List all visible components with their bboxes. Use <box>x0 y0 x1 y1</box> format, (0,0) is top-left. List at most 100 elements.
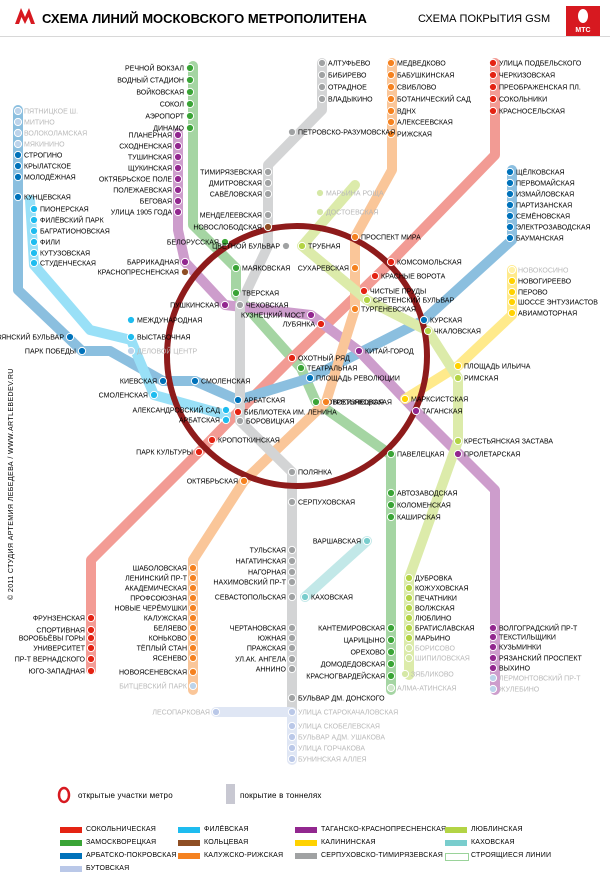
station[interactable]: ВОЛЖСКАЯ <box>404 603 455 613</box>
station-dot[interactable] <box>404 623 414 633</box>
station-dot[interactable] <box>404 633 414 643</box>
station-dot[interactable] <box>317 70 327 80</box>
station[interactable]: ЭЛЕКТРОЗАВОДСКАЯ <box>505 222 591 232</box>
station[interactable]: ЛЕНИНСКИЙ ПР-Т <box>125 574 198 583</box>
station[interactable]: СОКОЛЬНИКИ <box>488 94 547 104</box>
station[interactable]: ДОМОДЕДОВСКАЯ <box>321 659 396 669</box>
station[interactable]: КРАСНОПРЕСНЕНСКАЯ <box>98 267 190 277</box>
station[interactable]: АЛТУФЬЕВО <box>317 58 371 68</box>
station[interactable]: КУЗНЕЦКИЙ МОСТ <box>241 310 316 320</box>
station[interactable]: КОЖУХОВСКАЯ <box>404 583 469 593</box>
station-dot[interactable] <box>188 603 198 613</box>
station-dot[interactable] <box>287 556 297 566</box>
station-dot[interactable] <box>505 189 515 199</box>
station[interactable]: ПАРК КУЛЬТУРЫ <box>136 447 204 457</box>
station[interactable]: ПРЕОБРАЖЕНСКАЯ ПЛ. <box>488 82 581 92</box>
station-dot[interactable] <box>507 276 517 286</box>
station[interactable]: КАШИРСКАЯ <box>386 512 441 522</box>
station[interactable]: БОРИСОВО <box>404 643 455 653</box>
station[interactable]: КРЫЛАТСКОЕ <box>13 161 71 171</box>
station[interactable]: СПОРТИВНАЯ <box>36 625 96 635</box>
station-dot[interactable] <box>287 721 297 731</box>
station[interactable]: ЛУБЯНКА <box>283 319 326 329</box>
station-dot[interactable] <box>185 111 195 121</box>
station[interactable]: БАБУШКИНСКАЯ <box>386 70 454 80</box>
station[interactable]: ВОЙКОВСКАЯ <box>136 88 195 97</box>
station[interactable]: БУЛЬВАР ДМ. ДОНСКОГО <box>287 693 385 703</box>
station-dot[interactable] <box>221 405 231 415</box>
station-dot[interactable] <box>29 215 39 225</box>
station-dot[interactable] <box>220 237 230 247</box>
station[interactable]: НОВОСЛОБОДСКАЯ <box>193 222 273 232</box>
station-dot[interactable] <box>126 315 136 325</box>
station-dot[interactable] <box>126 346 136 356</box>
station-dot[interactable] <box>287 654 297 664</box>
station-dot[interactable] <box>235 300 245 310</box>
station-dot[interactable] <box>404 653 414 663</box>
station[interactable]: ШИПИЛОВСКАЯ <box>404 653 470 663</box>
station[interactable]: БОТАНИЧЕСКИЙ САД <box>386 95 471 104</box>
station[interactable]: УЛИЦА 1905 ГОДА <box>111 207 183 217</box>
station[interactable]: ТУШИНСКАЯ <box>128 152 183 162</box>
station[interactable]: ЧКАЛОВСКАЯ <box>423 326 481 336</box>
station[interactable]: УЛИЦА ПОДБЕЛЬСКОГО <box>488 58 582 68</box>
station-dot[interactable] <box>404 643 414 653</box>
station[interactable]: МЕДВЕДКОВО <box>386 58 446 68</box>
station[interactable]: СРЕТЕНСКИЙ БУЛЬВАР <box>362 296 454 305</box>
station[interactable]: ШОССЕ ЭНТУЗИАСТОВ <box>507 297 598 307</box>
station-dot[interactable] <box>86 633 96 643</box>
station-dot[interactable] <box>488 106 498 116</box>
station[interactable]: ПЛАНЕРНАЯ <box>129 130 183 140</box>
station[interactable]: БЕЛОРУССКАЯ <box>167 237 230 247</box>
station-dot[interactable] <box>173 163 183 173</box>
station[interactable]: ТРУБНАЯ <box>297 241 341 251</box>
station-dot[interactable] <box>488 94 498 104</box>
station-dot[interactable] <box>453 373 463 383</box>
station[interactable]: РИЖСКАЯ <box>386 129 432 139</box>
station-dot[interactable] <box>287 577 297 587</box>
station[interactable]: АКАДЕМИЧЕСКАЯ <box>125 583 198 593</box>
station-dot[interactable] <box>505 222 515 232</box>
station[interactable]: КУНЦЕВСКАЯ <box>13 192 71 202</box>
station-dot[interactable] <box>173 141 183 151</box>
station[interactable]: БАГРАТИОНОВСКАЯ <box>29 226 110 236</box>
station[interactable]: УЛ.АК. АНГЕЛА <box>235 654 297 664</box>
station-dot[interactable] <box>173 152 183 162</box>
station[interactable]: БИБЛИОТЕКА ИМ. ЛЕНИНА <box>233 407 337 417</box>
station-dot[interactable] <box>488 642 498 652</box>
station[interactable]: УЛИЦА СТАРОКАЧАЛОВСКАЯ <box>287 707 398 717</box>
station-dot[interactable] <box>287 633 297 643</box>
station-dot[interactable] <box>13 161 23 171</box>
station-dot[interactable] <box>287 545 297 555</box>
station[interactable]: КУЗЬМИНКИ <box>488 642 541 652</box>
station[interactable]: ЯСЕНЕВО <box>153 653 198 663</box>
station-dot[interactable] <box>231 263 241 273</box>
station[interactable]: АВТОЗАВОДСКАЯ <box>386 488 458 498</box>
station-dot[interactable] <box>488 632 498 642</box>
station[interactable]: ТУРГЕНЕВСКАЯ <box>350 304 416 314</box>
station[interactable]: СОКОЛ <box>160 99 195 109</box>
station[interactable]: УНИВЕРСИТЕТ <box>33 643 96 653</box>
station[interactable]: КУРСКАЯ <box>419 315 462 325</box>
station-dot[interactable] <box>188 667 198 677</box>
station-dot[interactable] <box>316 319 326 329</box>
station[interactable]: ОКТЯБРЬСКОЕ ПОЛЕ <box>99 174 183 184</box>
station-dot[interactable] <box>386 659 396 669</box>
station[interactable]: ПРОСПЕКТ МИРА <box>350 232 421 242</box>
station[interactable]: ВОЛОКОЛАМСКАЯ <box>13 128 87 138</box>
station-dot[interactable] <box>507 287 517 297</box>
station[interactable]: АЛЕКСАНДРОВСКИЙ САД <box>132 405 231 415</box>
station[interactable]: НАГАТИНСКАЯ <box>236 556 297 566</box>
station[interactable]: КРЕСТЬЯНСКАЯ ЗАСТАВА <box>453 436 553 446</box>
station-dot[interactable] <box>306 310 316 320</box>
station-dot[interactable] <box>287 497 297 507</box>
station[interactable]: ВОДНЫЙ СТАДИОН <box>117 76 195 85</box>
station[interactable]: СМОЛЕНСКАЯ <box>190 376 250 386</box>
station-dot[interactable] <box>386 488 396 498</box>
station-dot[interactable] <box>86 654 96 664</box>
station-dot[interactable] <box>488 673 498 683</box>
station[interactable]: ЛЕРМОНТОВСКИЙ ПР-Т <box>488 673 581 683</box>
station[interactable]: МЯКИНИНО <box>13 139 65 149</box>
station[interactable]: АРБАТСКАЯ <box>233 395 285 405</box>
station[interactable]: ПЕЧАТНИКИ <box>404 593 457 603</box>
